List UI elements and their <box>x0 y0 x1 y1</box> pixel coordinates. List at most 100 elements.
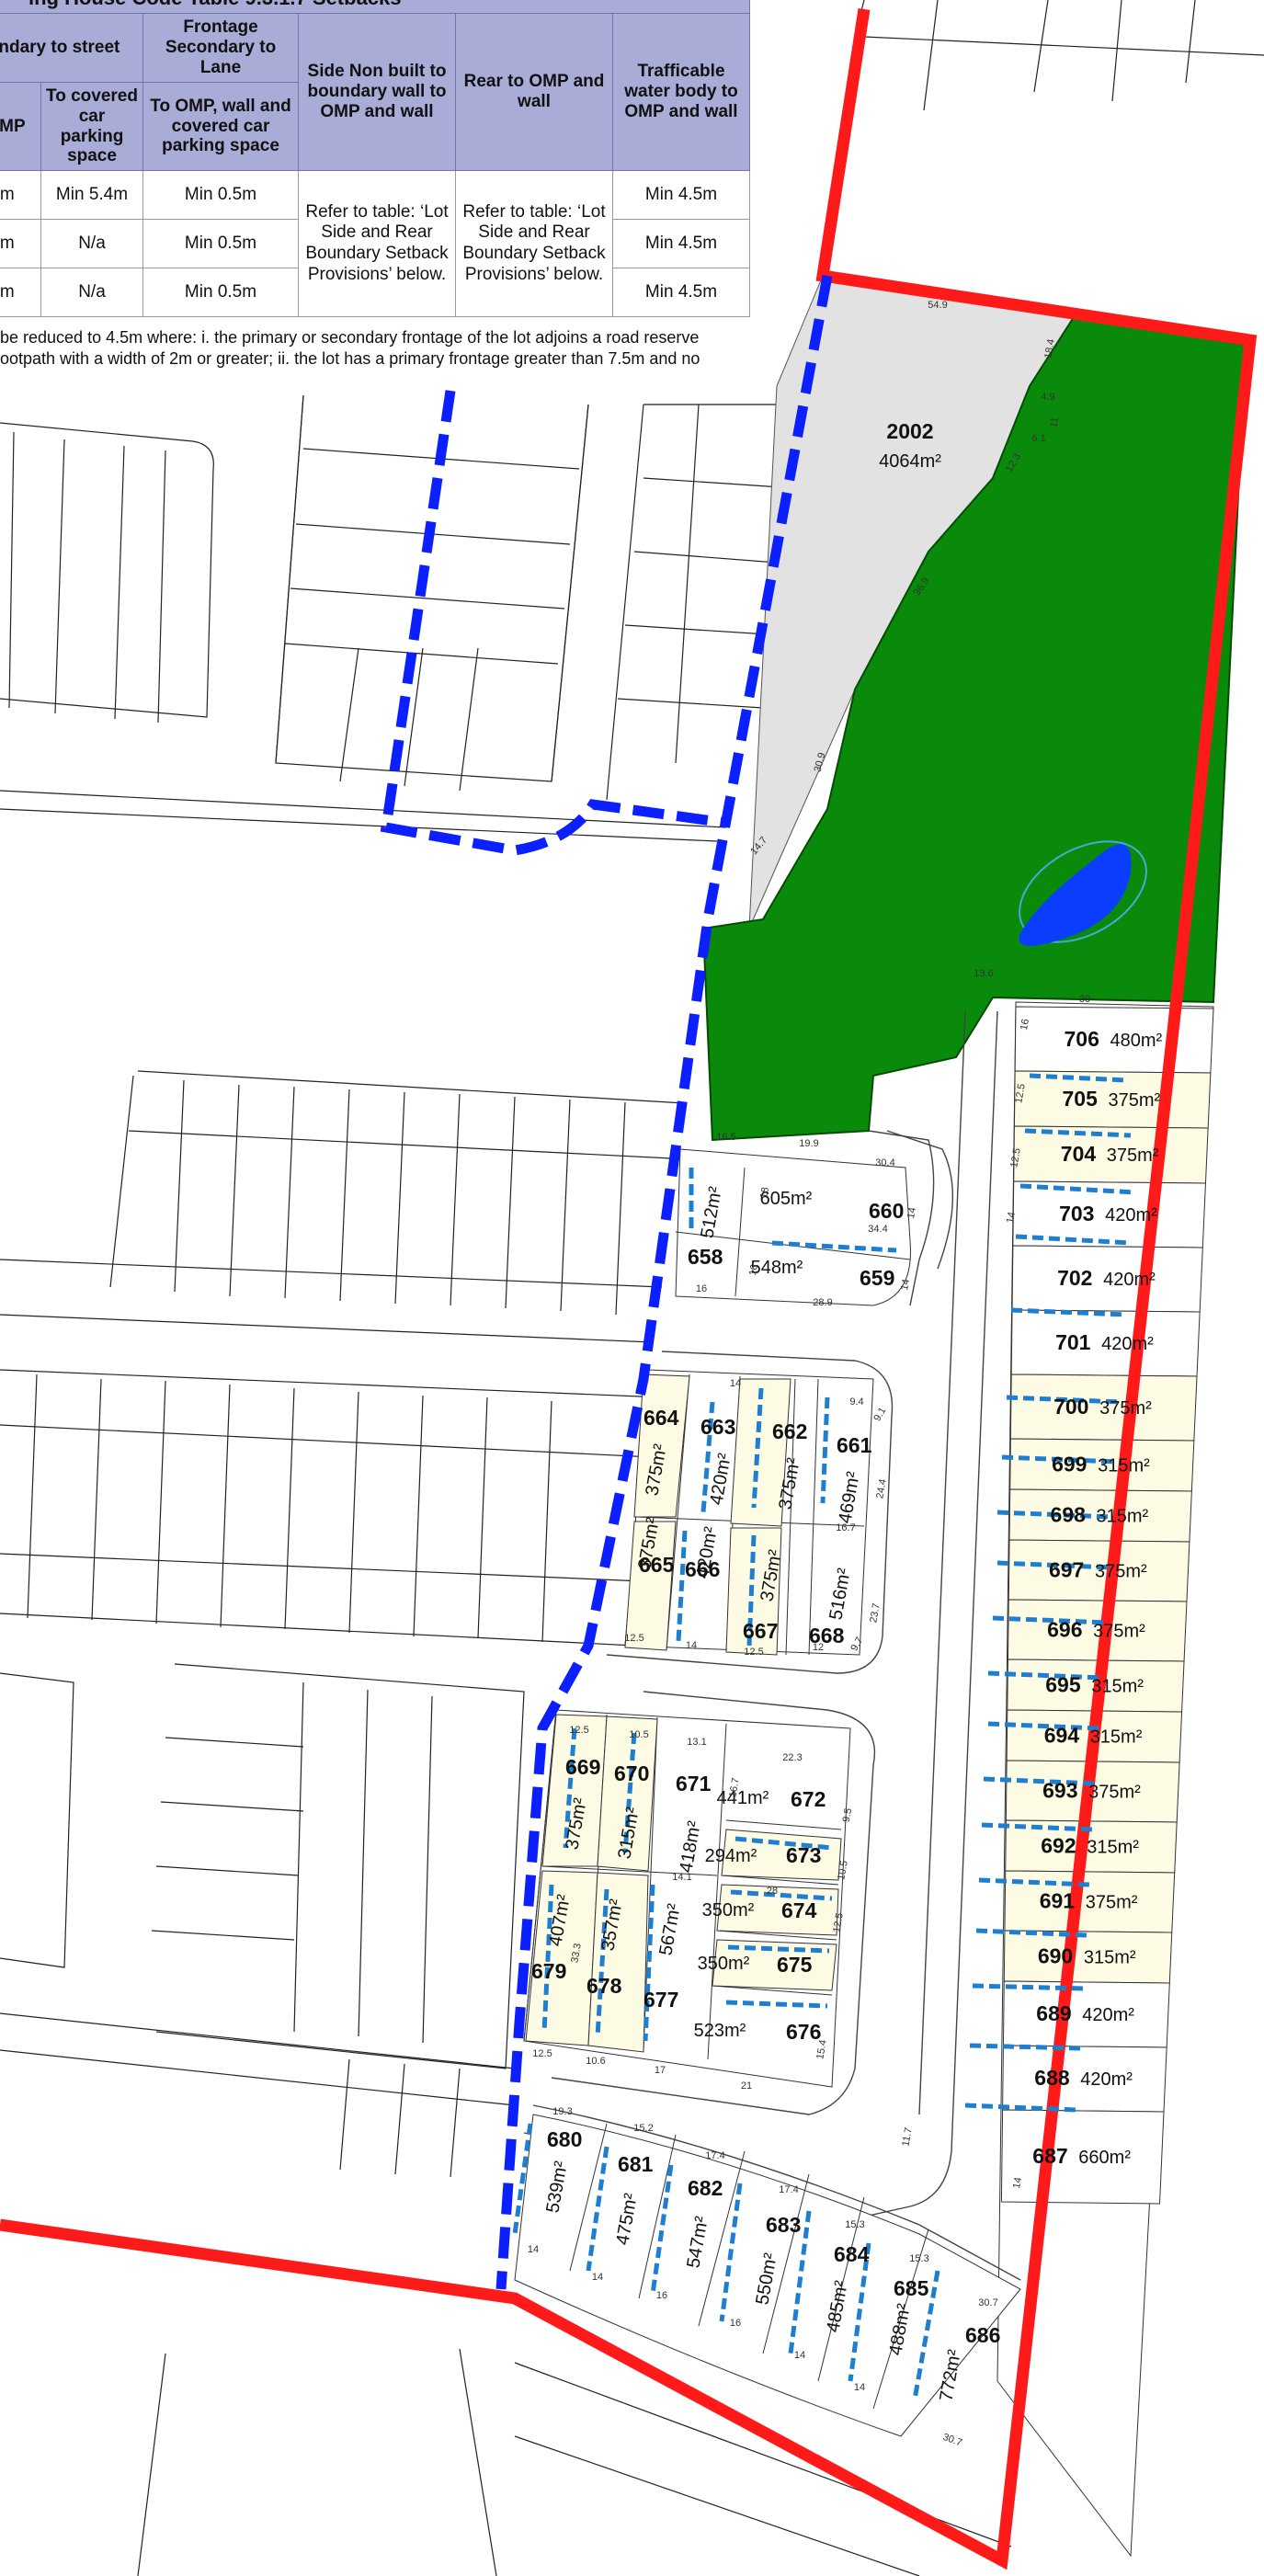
dimension-label: 16 <box>696 1283 707 1294</box>
wall-marker <box>730 1889 833 1901</box>
lot-area-705: 375m² <box>1109 1090 1161 1111</box>
note-line-1: be reduced to 4.5m where: i. the primary… <box>0 328 700 347</box>
cell-water: Min 4.5m <box>612 170 750 221</box>
lot-number-677: 677 <box>643 1988 678 2012</box>
lot-area-703: 420m² <box>1105 1205 1157 1225</box>
lot-number-665: 665 <box>639 1553 675 1577</box>
dimension-label: 4.9 <box>1041 392 1054 403</box>
wall-marker <box>586 2146 609 2272</box>
wall-marker <box>978 1877 1090 1887</box>
lot-number-659: 659 <box>860 1266 894 1290</box>
dimension-label: 30.7 <box>978 2297 997 2308</box>
dimension-label: 9.1 <box>871 1406 888 1423</box>
lot-number-671: 671 <box>676 1772 712 1795</box>
lot-area-701: 420m² <box>1101 1334 1154 1354</box>
lot-number-694: 694 <box>1044 1724 1080 1748</box>
header-frontage-lane: Frontage Secondary to Lane <box>142 13 299 83</box>
dimension-label: 14 <box>730 1378 741 1389</box>
setbacks-table: ing House Code Table 9.3.1.7 Setbacks ec… <box>0 0 750 318</box>
wall-marker <box>964 2103 1076 2113</box>
wall-markers <box>512 1073 1136 2400</box>
lot-number-674: 674 <box>781 1898 817 1922</box>
wall-marker <box>746 1534 757 1647</box>
lot-area-687: 660m² <box>1078 2148 1131 2168</box>
wall-marker <box>983 1776 1095 1786</box>
lot-area-673: 294m² <box>705 1846 757 1866</box>
lot-number-675: 675 <box>777 1953 813 1977</box>
dimension-label: 33.3 <box>569 1943 584 1964</box>
dimension-label: 23.7 <box>868 1602 883 1624</box>
lot-number-684: 684 <box>834 2242 870 2266</box>
lot-area-672: 441m² <box>717 1788 769 1808</box>
lot-number-664: 664 <box>643 1406 679 1430</box>
dimension-label: 11 <box>1048 416 1061 428</box>
dimension-label: 12.5 <box>1013 1083 1028 1104</box>
lot-number-681: 681 <box>618 2152 654 2176</box>
dimension-label: 17.4 <box>705 2150 724 2161</box>
lot-number-705: 705 <box>1063 1087 1099 1111</box>
header-covered-parking: To covered car parking space <box>40 81 143 172</box>
wall-marker <box>595 1888 609 2037</box>
dimension-labels: 54.918.44.9116.112.336.930.914.713.63016… <box>528 300 1090 2448</box>
lot-number-685: 685 <box>894 2276 929 2300</box>
lot-area-704: 375m² <box>1107 1146 1159 1166</box>
lot-number-704: 704 <box>1061 1142 1097 1166</box>
cell-covered: N/a <box>40 268 143 318</box>
lot-2002-number: 2002 <box>886 419 933 443</box>
dimension-label: 30.4 <box>875 1157 894 1168</box>
dimension-label: 28.9 <box>813 1297 832 1308</box>
lot-number-691: 691 <box>1040 1889 1076 1913</box>
dimension-label: 30.9 <box>813 751 828 773</box>
lot-number-683: 683 <box>766 2213 801 2237</box>
lot-number-666: 666 <box>685 1557 720 1581</box>
lot-area-697: 375m² <box>1095 1562 1147 1582</box>
lot-number-706: 706 <box>1065 1027 1099 1051</box>
lot-number-692: 692 <box>1041 1834 1076 1858</box>
dimension-label: 18 <box>758 1186 771 1199</box>
lot-area-676: 523m² <box>694 2021 746 2041</box>
dimension-label: 14 <box>794 2350 805 2361</box>
wall-marker <box>622 1732 637 1853</box>
lot-number-662: 662 <box>772 1419 807 1443</box>
dimension-label: 10.5 <box>836 1860 850 1881</box>
wall-marker <box>676 1530 688 1642</box>
lot-area-675: 350m² <box>698 1954 750 1974</box>
cell-side-ref: Refer to table: ‘Lot Side and Rear Bound… <box>298 170 456 318</box>
dimension-label: 16 <box>730 2318 741 2329</box>
lot-area-699: 315m² <box>1098 1456 1150 1476</box>
dimension-label: 22.3 <box>782 1752 802 1763</box>
cell-rear-ref: Refer to table: ‘Lot Side and Rear Bound… <box>455 170 613 318</box>
lot-area-695: 315m² <box>1091 1677 1144 1697</box>
header-secondary-street: econdary to street <box>0 13 143 83</box>
lot-number-673: 673 <box>786 1843 821 1867</box>
dimension-label: 14 <box>899 1278 912 1291</box>
dimension-label: 11.7 <box>900 2126 914 2147</box>
wall-marker <box>996 1560 1113 1570</box>
lot-area-698: 315m² <box>1097 1507 1149 1527</box>
wall-marker <box>512 2123 533 2235</box>
dimension-label: 6.1 <box>1031 433 1045 444</box>
dimension-label: 12.5 <box>1008 1147 1023 1168</box>
cell-lane: Min 0.5m <box>142 170 299 221</box>
wall-marker <box>975 1928 1087 1938</box>
lot-number-680: 680 <box>547 2127 582 2151</box>
dimension-label: 16 <box>656 2290 667 2301</box>
lot-number-696: 696 <box>1047 1618 1082 1642</box>
lot-area-688: 420m² <box>1080 2069 1133 2090</box>
lot-area-706: 480m² <box>1110 1031 1163 1051</box>
dimension-label: 18.4 <box>1042 338 1057 359</box>
dimension-label: 12.5 <box>831 1912 846 1933</box>
wall-marker <box>987 1721 1099 1731</box>
dimension-label: 14 <box>1011 2176 1024 2189</box>
lot-number-686: 686 <box>965 2323 1000 2347</box>
lot-area-689: 420m² <box>1082 2005 1134 2025</box>
lot-number-701: 701 <box>1055 1330 1091 1354</box>
dimension-label: 15.2 <box>633 2123 653 2134</box>
cell-lane: Min 0.5m <box>142 268 299 318</box>
cell-covered: N/a <box>40 219 143 269</box>
lot-number-672: 672 <box>791 1787 826 1811</box>
wall-marker <box>992 1615 1109 1625</box>
wall-marker <box>719 2183 743 2322</box>
lot-number-688: 688 <box>1034 2066 1070 2090</box>
